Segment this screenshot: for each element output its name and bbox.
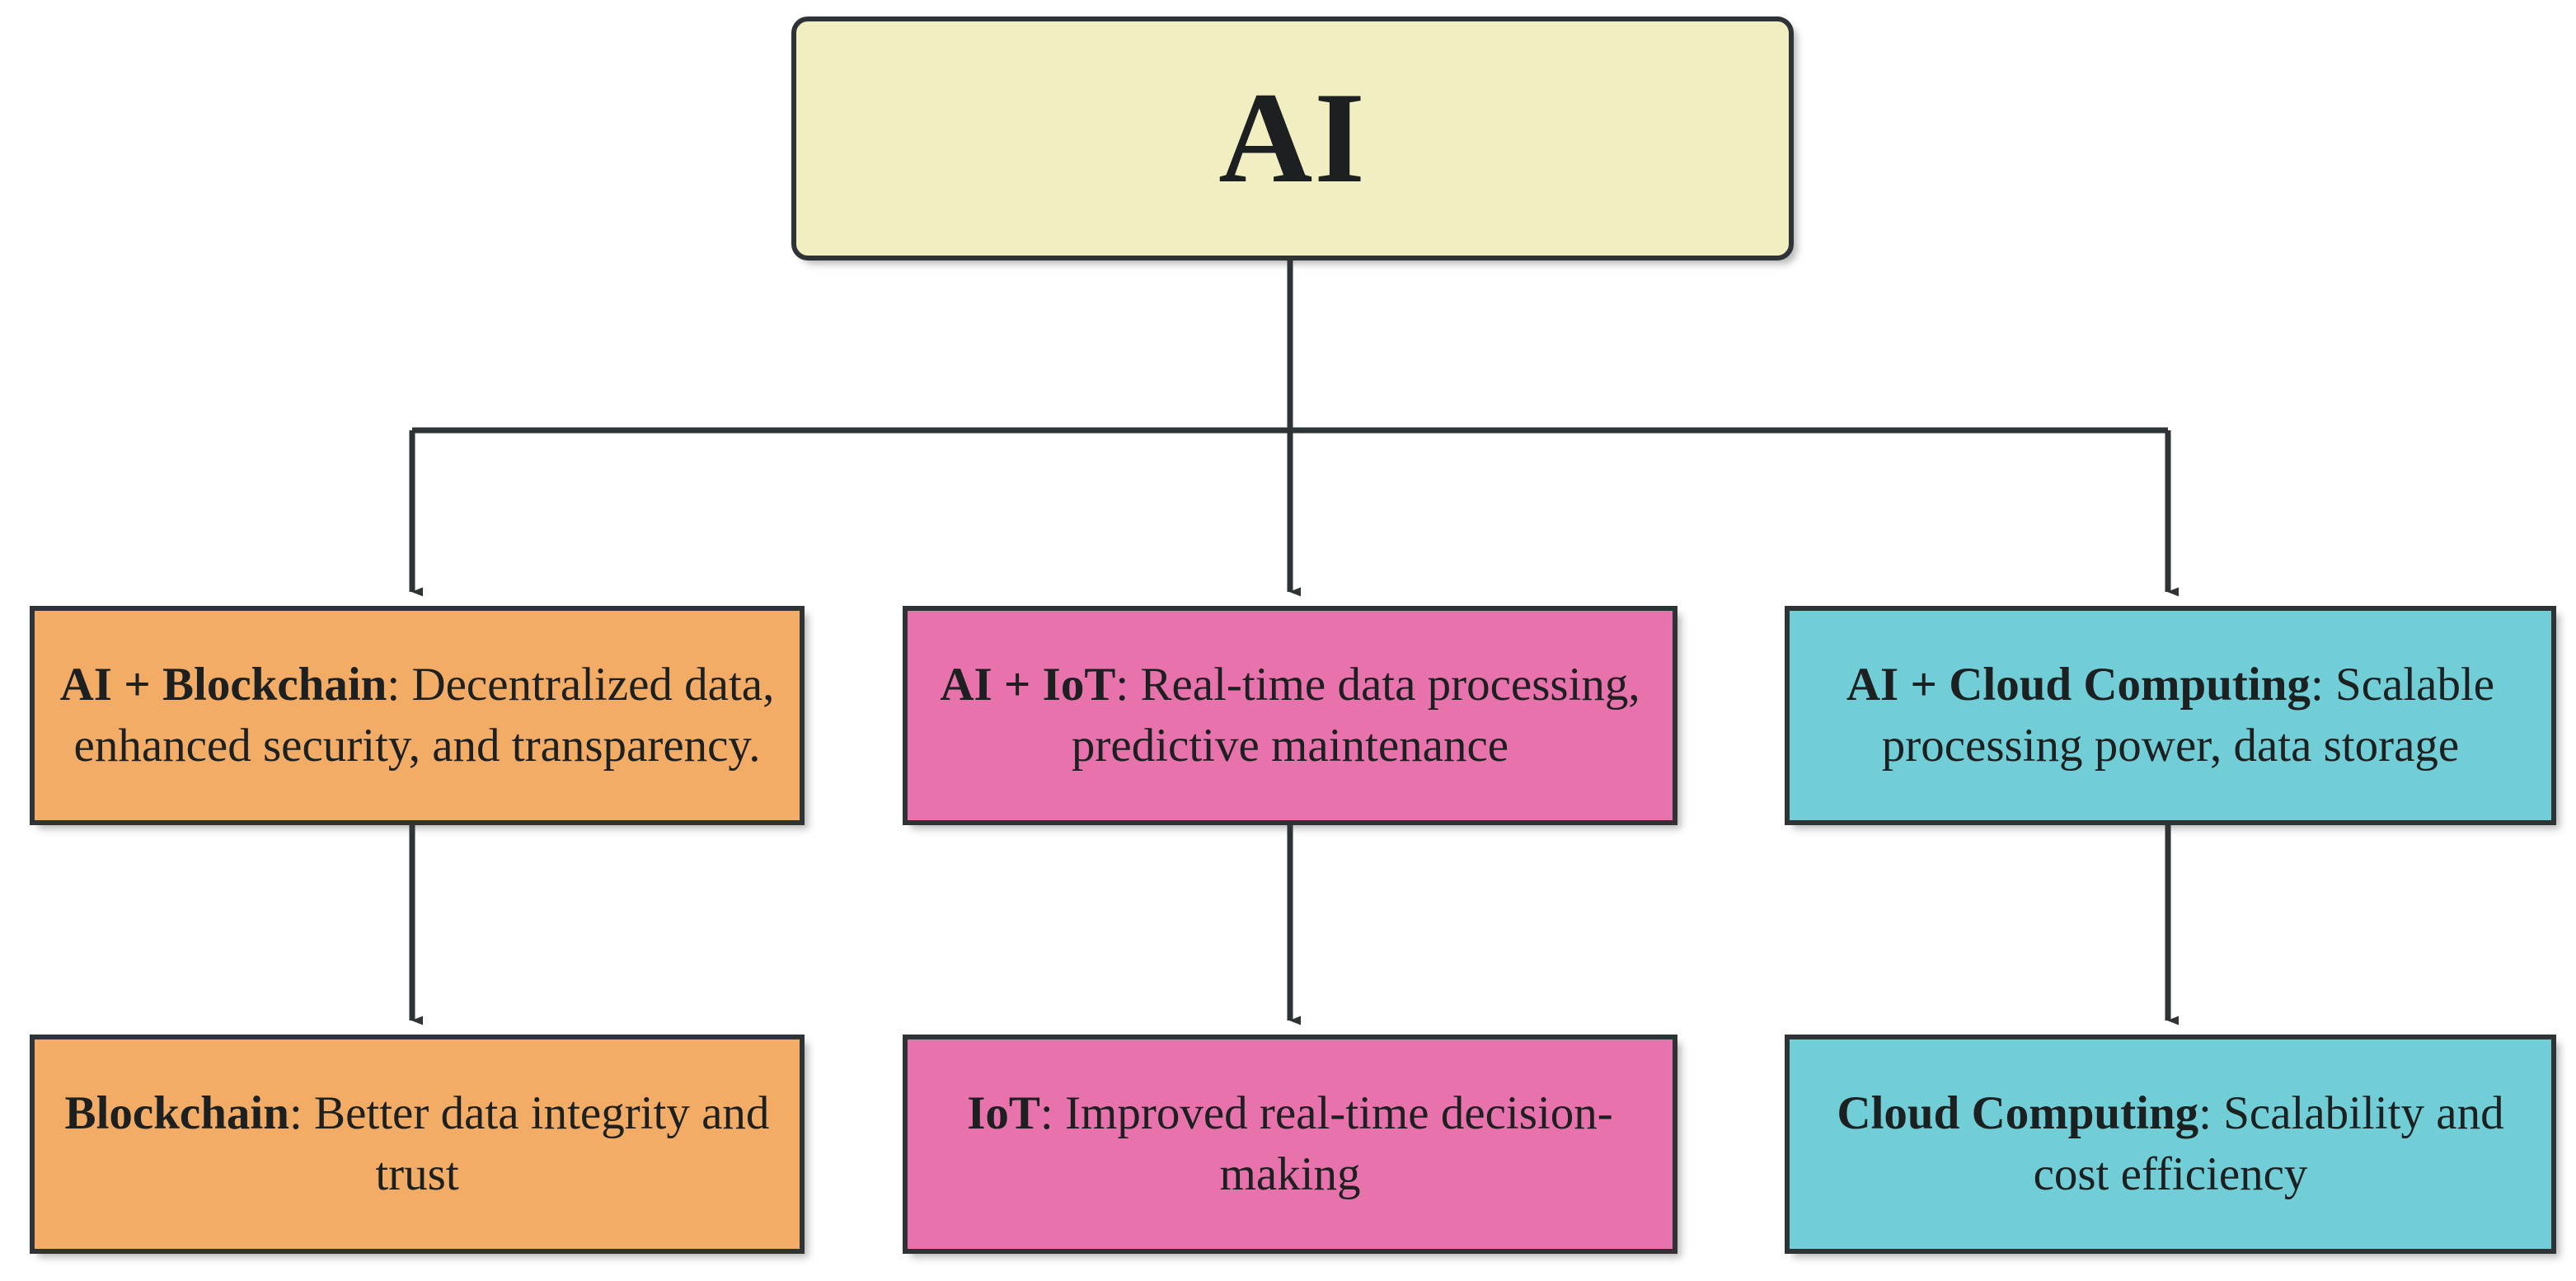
node-ai-plus-iot-body: Real-time data processing, predictive ma… bbox=[1071, 658, 1640, 772]
node-cloud-computing-outcome-text: Cloud Computing: Scalability and cost ef… bbox=[1790, 1083, 2551, 1205]
node-ai-plus-blockchain-body: Decentralized data, enhanced security, a… bbox=[73, 658, 775, 772]
node-ai-plus-cloud-computing-body: Scalable processing power, data storage bbox=[1881, 658, 2495, 772]
node-cloud-computing-outcome-lead: Cloud Computing bbox=[1837, 1086, 2199, 1139]
node-blockchain-outcome-body: Better data integrity and trust bbox=[314, 1086, 770, 1200]
node-cloud-computing-outcome[interactable]: Cloud Computing: Scalability and cost ef… bbox=[1785, 1035, 2556, 1254]
node-blockchain-outcome[interactable]: Blockchain: Better data integrity and tr… bbox=[30, 1035, 805, 1254]
node-iot-outcome-lead: IoT bbox=[967, 1086, 1040, 1139]
node-root-ai[interactable]: AI bbox=[791, 16, 1794, 260]
node-iot-outcome-text: IoT: Improved real-time decision-making bbox=[908, 1083, 1673, 1205]
node-blockchain-outcome-lead: Blockchain bbox=[64, 1086, 289, 1139]
node-ai-plus-iot-separator: : bbox=[1115, 658, 1141, 711]
node-cloud-computing-outcome-separator: : bbox=[2198, 1086, 2224, 1139]
node-root-label: AI bbox=[1218, 66, 1367, 210]
node-iot-outcome-body: Improved real-time decision-making bbox=[1065, 1086, 1613, 1200]
node-cloud-computing-outcome-body: Scalability and cost efficiency bbox=[2033, 1086, 2504, 1200]
node-ai-plus-cloud-computing[interactable]: AI + Cloud Computing: Scalable processin… bbox=[1785, 606, 2556, 825]
node-ai-plus-cloud-computing-text: AI + Cloud Computing: Scalable processin… bbox=[1790, 655, 2551, 777]
node-blockchain-outcome-separator: : bbox=[289, 1086, 315, 1139]
node-ai-plus-cloud-computing-separator: : bbox=[2310, 658, 2336, 711]
node-ai-plus-blockchain[interactable]: AI + Blockchain: Decentralized data, enh… bbox=[30, 606, 805, 825]
node-iot-outcome-separator: : bbox=[1039, 1086, 1066, 1139]
node-ai-plus-iot[interactable]: AI + IoT: Real-time data processing, pre… bbox=[903, 606, 1677, 825]
node-ai-plus-iot-lead: AI + IoT bbox=[940, 658, 1116, 711]
node-blockchain-outcome-text: Blockchain: Better data integrity and tr… bbox=[35, 1083, 800, 1205]
node-ai-plus-cloud-computing-lead: AI + Cloud Computing bbox=[1846, 658, 2311, 711]
node-ai-plus-blockchain-separator: : bbox=[387, 658, 412, 711]
node-ai-plus-blockchain-text: AI + Blockchain: Decentralized data, enh… bbox=[35, 655, 800, 777]
node-iot-outcome[interactable]: IoT: Improved real-time decision-making bbox=[903, 1035, 1677, 1254]
node-ai-plus-blockchain-lead: AI + Blockchain bbox=[59, 658, 387, 711]
node-ai-plus-iot-text: AI + IoT: Real-time data processing, pre… bbox=[908, 655, 1673, 777]
